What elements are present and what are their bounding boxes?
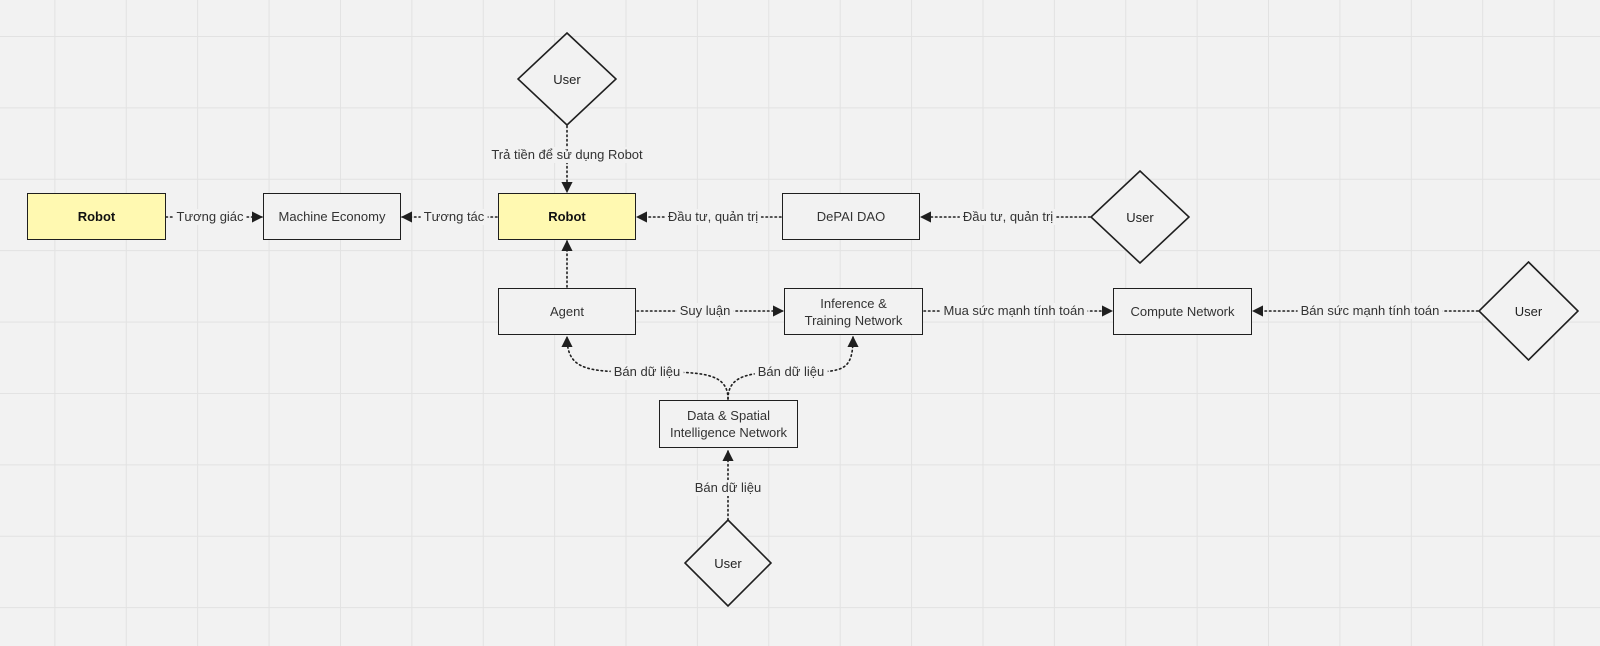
user-top-diamond[interactable]: User [517,32,617,126]
user-dao-diamond[interactable]: User [1090,170,1190,264]
edge-label-dau-tu-dao: Đầu tư, quản trị [959,209,1057,225]
machine-economy-node[interactable]: Machine Economy [263,193,401,240]
edge-label-ban-du-lieu-inference: Bán dữ liệu [754,364,828,380]
user-compute-diamond[interactable]: User [1478,261,1579,361]
edge-label-tra-tien: Trả tiền để sử dụng Robot [488,147,646,163]
user-dao-label: User [1126,209,1154,225]
depai-dao-node[interactable]: DePAI DAO [782,193,920,240]
diamond-shape [684,519,772,607]
user-top-label: User [553,71,581,87]
data-spatial-intelligence-network-node[interactable]: Data & Spatial Intelligence Network [659,400,798,448]
inference-training-network-node[interactable]: Inference & Training Network [784,288,923,335]
user-data-label: User [714,555,742,571]
robot-left-node[interactable]: Robot [27,193,166,240]
diamond-shape [517,32,617,126]
user-data-diamond[interactable]: User [684,519,772,607]
edge-label-dau-tu-robot: Đầu tư, quản trị [664,209,762,225]
edge-label-ban-suc-manh: Bán sức mạnh tính toán [1297,303,1443,319]
robot-center-node[interactable]: Robot [498,193,636,240]
compute-network-node[interactable]: Compute Network [1113,288,1252,335]
diamond-shape [1090,170,1190,264]
edge-label-suy-luan: Suy luận [676,303,734,319]
agent-node[interactable]: Agent [498,288,636,335]
edge-label-mua-suc-manh: Mua sức mạnh tính toán [940,303,1088,319]
diamond-shape [1478,261,1579,361]
user-compute-label: User [1514,303,1543,319]
edge-label-tuong-tac: Tương tác [420,209,488,225]
edge-label-tuong-giac: Tương giác [173,209,247,225]
edge-label-ban-du-lieu-agent: Bán dữ liệu [610,364,684,380]
edge-label-ban-du-lieu-user: Bán dữ liệu [691,480,765,496]
